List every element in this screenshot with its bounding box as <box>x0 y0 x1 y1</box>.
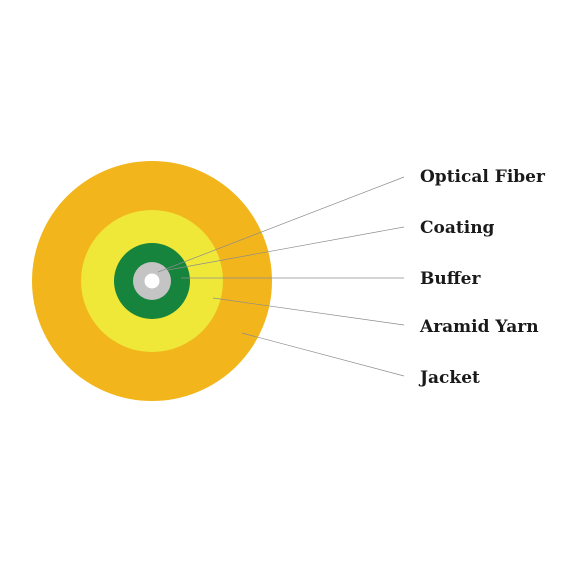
leader-line-coating <box>167 226 405 271</box>
leader-line-jacket <box>241 332 405 377</box>
leader-line-optical-fiber <box>157 176 405 273</box>
label-jacket: Jacket <box>418 368 480 388</box>
leader-line-aramid-yarn <box>212 297 405 326</box>
label-coating: Coating <box>420 218 495 238</box>
label-buffer: Buffer <box>420 269 481 289</box>
label-optical-fiber: Optical Fiber <box>420 167 546 187</box>
optical-fiber-core <box>144 273 160 289</box>
label-aramid-yarn: Aramid Yarn <box>419 317 539 337</box>
